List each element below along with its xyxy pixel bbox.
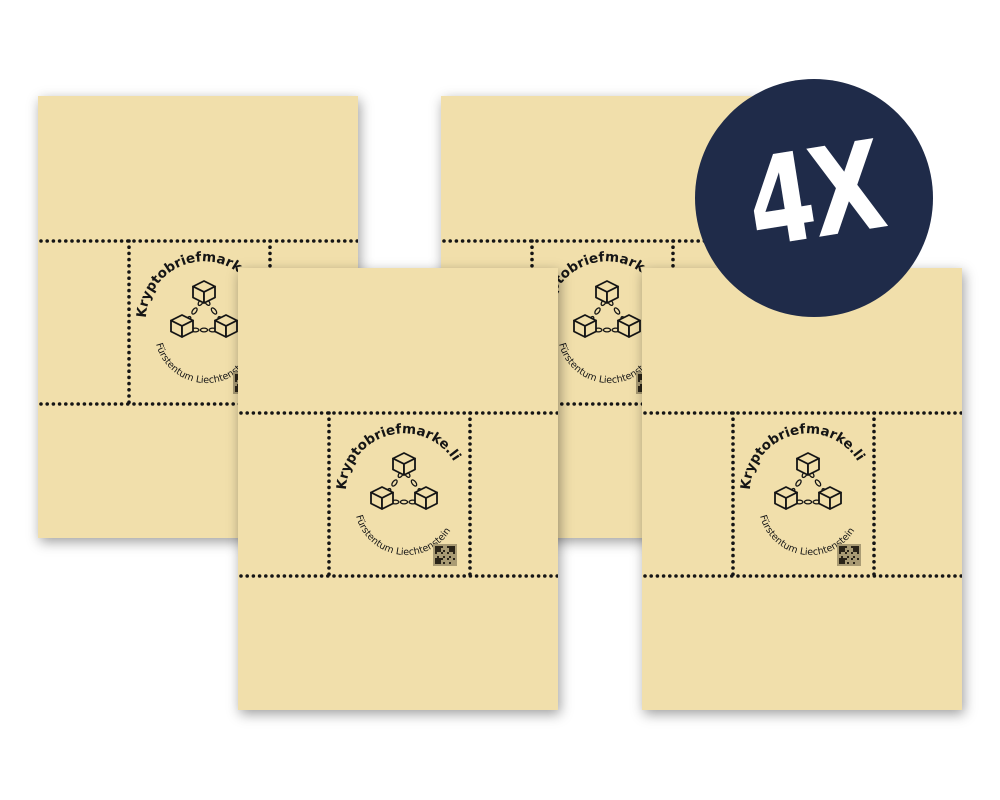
perforation-line [468,411,472,578]
quantity-badge: 4X [695,79,933,317]
perforation-line [239,574,558,578]
perforation-line [643,574,962,578]
blockchain-cubes-icon [774,452,842,510]
perforation-line [731,411,735,578]
perforation-line [327,411,331,578]
quantity-badge-label: 4X [737,114,891,276]
blockchain-cubes-icon [170,280,238,338]
perforation-line [127,239,131,406]
perforation-line [872,411,876,578]
qr-code-icon [433,544,457,566]
blockchain-cubes-icon [573,280,641,338]
blockchain-cubes-icon [370,452,438,510]
qr-code-icon [837,544,861,566]
